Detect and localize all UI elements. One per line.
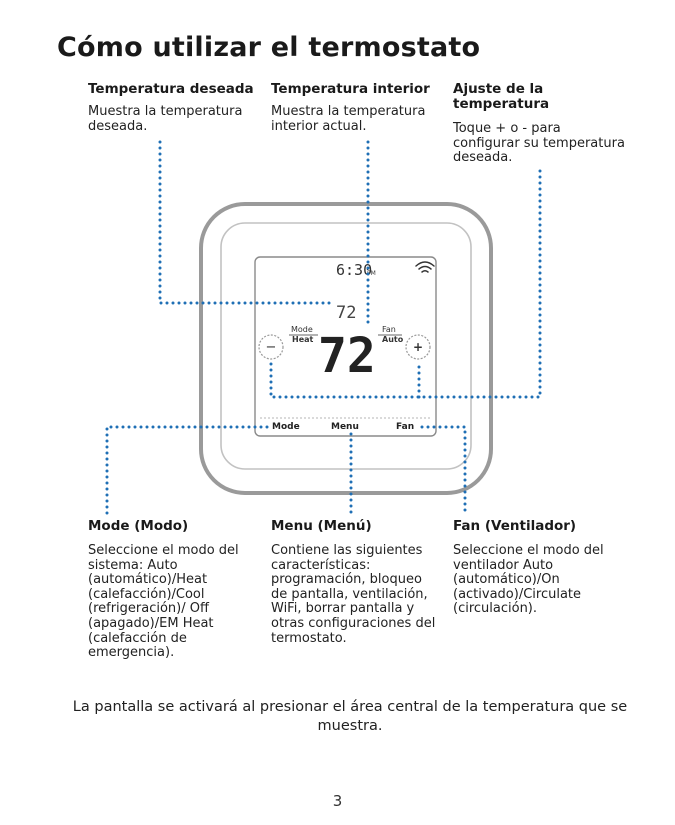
plus-button[interactable] <box>405 334 431 360</box>
callout-fan: Fan (Ventilador) Seleccione el modo del … <box>453 519 628 617</box>
clock-suffix: PM <box>367 270 376 277</box>
fan-softkey[interactable]: Fan <box>396 422 414 432</box>
callout-title: Fan (Ventilador) <box>453 518 577 534</box>
callout-text: Contiene las siguientes características:… <box>271 543 436 646</box>
minus-icon: − <box>266 340 277 355</box>
callout-title: Menu (Menú) <box>271 518 372 534</box>
callout-text: Toque + o - para configurar su temperatu… <box>453 121 625 166</box>
callout-mode: Mode (Modo) Seleccione el modo del siste… <box>88 519 258 661</box>
plus-icon: + <box>413 340 423 354</box>
callout-title: Temperatura deseada <box>88 81 254 97</box>
fan-label: Fan <box>382 325 396 334</box>
callout-temperature-adjust: Ajuste de la temperatura Toque + o - par… <box>453 82 628 166</box>
callout-desired-temperature: Temperatura deseada Muestra la temperatu… <box>88 82 258 134</box>
callout-title: Temperatura interior <box>271 81 430 97</box>
wifi-icon <box>415 261 435 273</box>
setpoint-temperature[interactable]: 72 <box>318 328 376 384</box>
page-number: 3 <box>332 792 343 810</box>
leader-desired-temperature <box>158 140 333 305</box>
callout-title: Mode (Modo) <box>88 518 189 534</box>
callout-text: Seleccione el modo del ventilador Auto (… <box>453 543 604 617</box>
mode-softkey[interactable]: Mode <box>272 422 300 432</box>
callout-text: Seleccione el modo del sistema: Auto (au… <box>88 543 239 661</box>
menu-softkey[interactable]: Menu <box>331 422 359 432</box>
callout-title: Ajuste de la temperatura <box>453 81 550 112</box>
clock-time: 6:30 <box>336 261 372 279</box>
minus-button[interactable] <box>258 334 284 360</box>
indoor-temperature: 72 <box>336 303 356 323</box>
activation-note: La pantalla se activará al presionar el … <box>72 699 628 734</box>
callout-text: Muestra la temperatura interior actual. <box>271 104 426 134</box>
thermostat-display[interactable] <box>254 256 437 437</box>
mode-label: Mode <box>291 325 313 334</box>
fan-value: Auto <box>382 335 404 344</box>
mode-value: Heat <box>292 335 314 344</box>
leader-temperature-adjust <box>269 169 542 399</box>
leader-fan <box>420 425 467 515</box>
callout-indoor-temperature: Temperatura interior Muestra la temperat… <box>271 82 441 134</box>
callout-menu: Menu (Menú) Contiene las siguientes cara… <box>271 519 441 646</box>
leader-mode <box>105 425 270 515</box>
callout-text: Muestra la temperatura deseada. <box>88 104 243 134</box>
page-title: Cómo utilizar el termostato <box>57 32 481 63</box>
